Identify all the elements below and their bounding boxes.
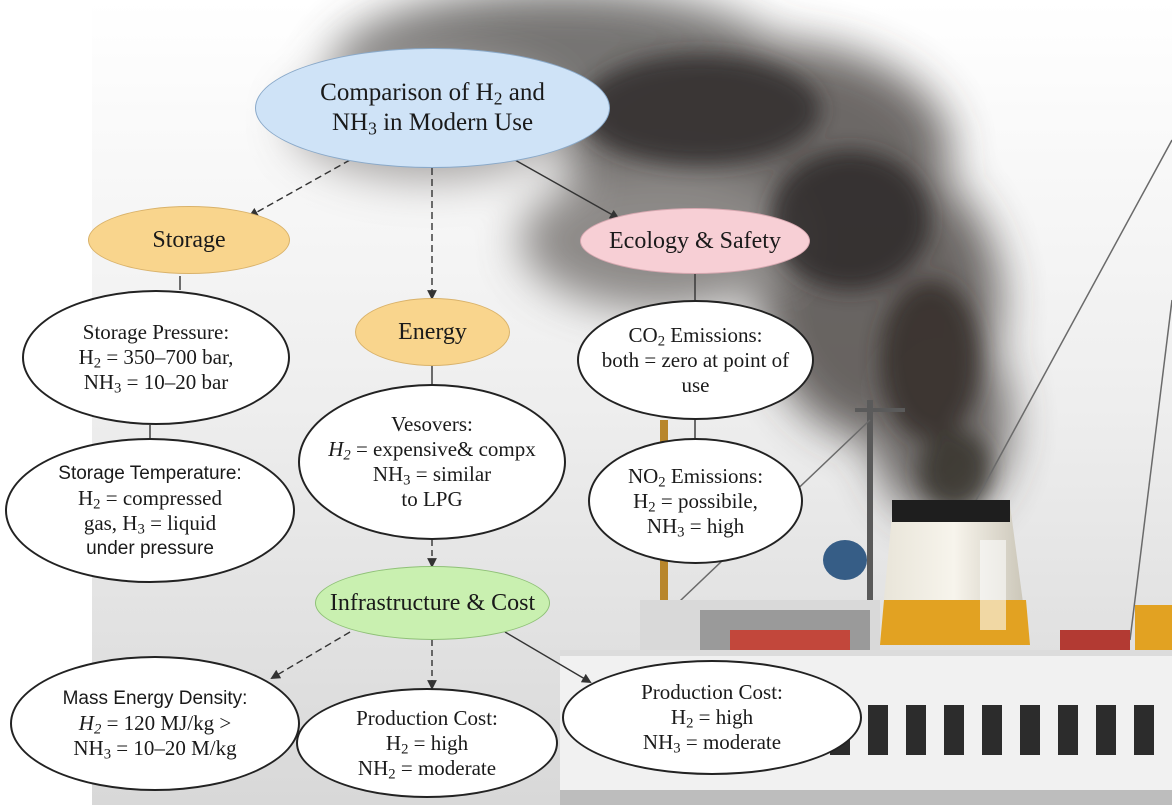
co2-emissions-node: CO2 Emissions: both = zero at point of u…	[577, 300, 814, 420]
production-cost-middle-node: Production Cost: H2 = high NH2 = moderat…	[296, 688, 558, 798]
arrow-infra-mass-energy	[270, 631, 351, 679]
arrow-infra-production-right	[504, 631, 592, 683]
category-storage: Storage	[88, 206, 290, 274]
mass-energy-density-node: Mass Energy Density: H2 = 120 MJ/kg > NH…	[10, 656, 300, 791]
no2-emissions-node: NO2 Emissions: H2 = possibile, NH3 = hig…	[588, 438, 803, 564]
production-cost-right-node: Production Cost: H2 = high NH3 = moderat…	[562, 660, 862, 775]
ship	[560, 139, 1172, 805]
category-energy: Energy	[355, 298, 510, 366]
category-ecology-safety: Ecology & Safety	[580, 208, 810, 274]
storage-temperature-node: Storage Temperature: H2 = compressed gas…	[5, 438, 295, 583]
title-line-1: Comparison of H2 and	[320, 79, 545, 109]
title-node: Comparison of H2 and NH3 in Modern Use	[255, 48, 610, 168]
title-line-2: NH3 in Modern Use	[331, 109, 534, 139]
category-infrastructure-cost: Infrastructure & Cost	[315, 566, 550, 640]
storage-pressure-node: Storage Pressure: H2 = 350–700 bar, NH3 …	[22, 290, 290, 425]
arrow-title-ecology	[514, 159, 620, 219]
arrow-title-storage	[248, 159, 351, 217]
vesovers-node: Vesovers: H2 = expensive& compx NH3 = si…	[298, 384, 566, 540]
